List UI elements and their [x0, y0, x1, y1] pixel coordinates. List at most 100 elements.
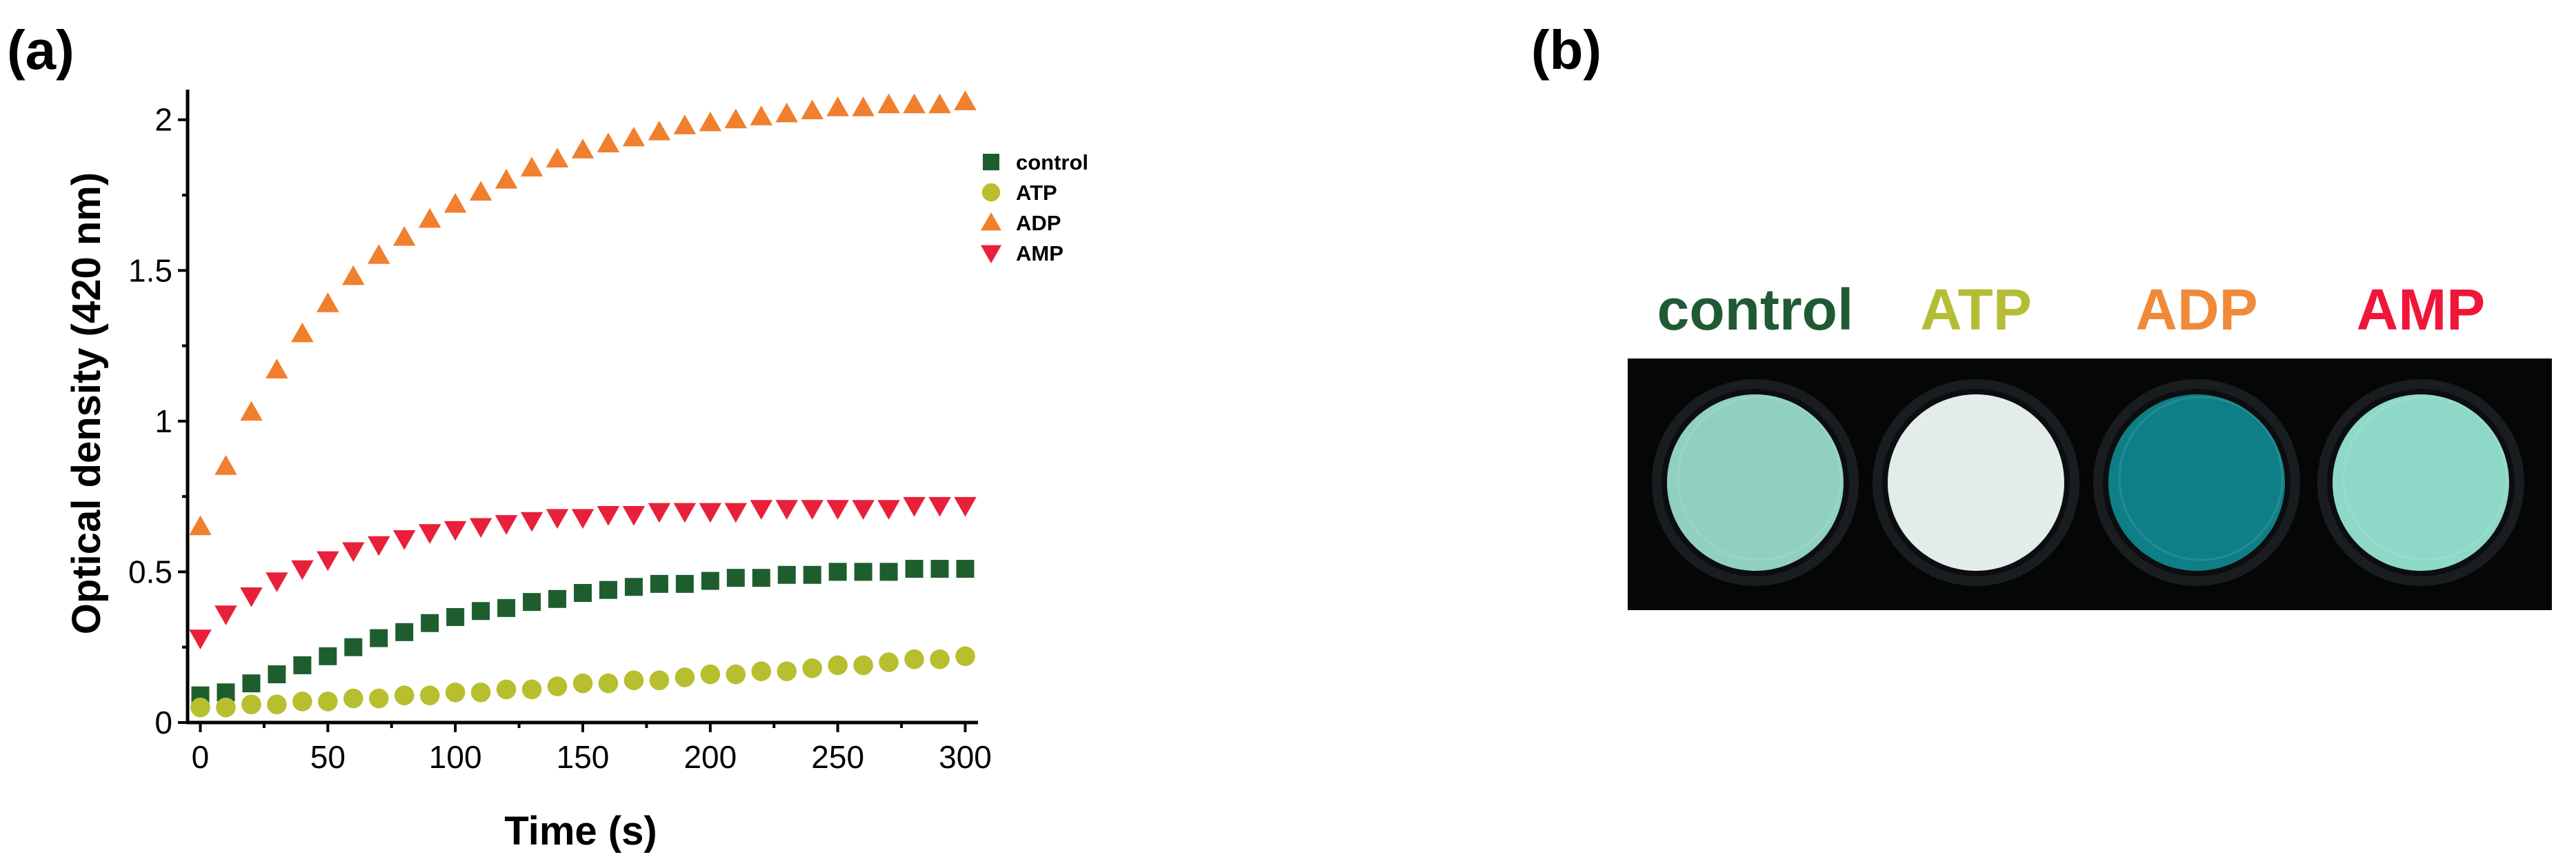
data-point-atp: [802, 658, 823, 678]
data-point-control: [905, 560, 923, 578]
legend-marker-control: [983, 154, 999, 170]
data-point-amp: [622, 506, 646, 526]
y-ticks: 00.511.52: [128, 102, 188, 740]
data-point-atp: [521, 679, 542, 700]
x-tick-label: 0: [192, 739, 210, 775]
data-point-control: [930, 560, 949, 578]
data-point-atp: [547, 676, 568, 696]
legend-marker-atp: [981, 183, 1001, 202]
data-point-adp: [571, 139, 595, 159]
data-point-control: [523, 593, 541, 612]
data-point-atp: [777, 661, 797, 681]
data-point-adp: [903, 93, 926, 114]
data-point-amp: [189, 629, 212, 649]
data-point-control: [701, 572, 719, 590]
x-axis-title: Time (s): [504, 809, 657, 854]
data-point-atp: [343, 688, 363, 709]
data-point-amp: [469, 518, 492, 538]
data-point-atp: [267, 694, 287, 715]
data-point-control: [395, 623, 414, 641]
data-point-amp: [903, 496, 926, 517]
data-point-control: [752, 569, 770, 587]
data-point-amp: [214, 605, 237, 625]
data-point-atp: [955, 646, 975, 667]
data-point-atp: [726, 664, 746, 685]
data-point-control: [854, 563, 872, 581]
data-point-adp: [495, 168, 518, 189]
data-point-control: [293, 656, 312, 674]
well-label-control: control: [1657, 277, 1854, 342]
data-point-atp: [598, 673, 619, 694]
well-meniscus: [2342, 396, 2508, 561]
x-tick-label: 50: [310, 739, 346, 775]
data-point-control: [650, 574, 668, 593]
data-point-adp: [240, 401, 263, 421]
data-point-control: [344, 638, 363, 656]
data-point-control: [421, 614, 439, 632]
series-atp: [190, 646, 975, 718]
data-point-adp: [342, 265, 365, 285]
data-point-atp: [292, 692, 312, 711]
data-point-control: [956, 560, 975, 578]
well-label-adp: ADP: [2135, 277, 2257, 342]
legend-marker-amp: [981, 245, 1001, 263]
data-point-amp: [392, 529, 416, 550]
chart-axes: [186, 90, 978, 725]
data-point-adp: [469, 181, 492, 201]
data-point-atp: [675, 667, 695, 687]
data-point-control: [624, 578, 643, 596]
x-tick-label: 250: [811, 739, 864, 775]
data-point-adp: [520, 157, 543, 177]
data-point-atp: [828, 655, 848, 676]
data-point-amp: [852, 500, 875, 520]
data-point-adp: [546, 148, 569, 168]
data-point-atp: [318, 692, 338, 711]
data-point-control: [803, 565, 821, 584]
data-point-adp: [724, 108, 748, 129]
data-point-control: [446, 608, 465, 626]
y-tick-label: 0: [154, 705, 172, 740]
data-point-amp: [240, 587, 263, 607]
well-label-amp: AMP: [2357, 277, 2486, 342]
y-tick-label: 1.5: [128, 252, 172, 288]
data-point-amp: [342, 542, 365, 563]
data-point-adp: [266, 359, 288, 379]
data-point-atp: [623, 670, 644, 691]
data-point-adp: [189, 515, 212, 536]
wells: [1652, 379, 2524, 586]
data-point-adp: [291, 322, 314, 343]
data-point-adp: [877, 93, 900, 114]
data-point-amp: [291, 560, 314, 581]
data-point-control: [777, 565, 796, 584]
data-point-control: [497, 598, 516, 617]
data-point-atp: [216, 697, 236, 718]
y-axis-title: Optical density (420 nm): [64, 172, 109, 634]
data-point-control: [599, 581, 617, 599]
series-adp: [189, 90, 977, 536]
data-point-atp: [445, 682, 466, 703]
panel-label-a: (a): [7, 19, 74, 81]
data-point-adp: [928, 93, 951, 114]
data-point-adp: [801, 99, 823, 119]
data-point-adp: [368, 244, 390, 264]
data-point-adp: [622, 126, 646, 147]
data-point-adp: [954, 90, 977, 110]
data-point-control: [370, 629, 388, 647]
data-point-atp: [904, 649, 924, 669]
x-tick-label: 200: [683, 739, 737, 775]
data-point-amp: [750, 500, 773, 520]
legend-marker-adp: [981, 212, 1001, 231]
data-point-adp: [699, 111, 722, 132]
legend-label-atp: ATP: [1016, 181, 1057, 205]
data-point-amp: [443, 521, 467, 541]
data-point-adp: [214, 455, 237, 475]
x-tick-label: 150: [557, 739, 610, 775]
data-point-atp: [368, 688, 389, 709]
panel-label-b: (b): [1531, 19, 1601, 81]
data-point-atp: [419, 685, 440, 705]
legend-label-adp: ADP: [1016, 211, 1061, 235]
data-point-atp: [470, 682, 491, 703]
data-point-amp: [317, 551, 339, 572]
